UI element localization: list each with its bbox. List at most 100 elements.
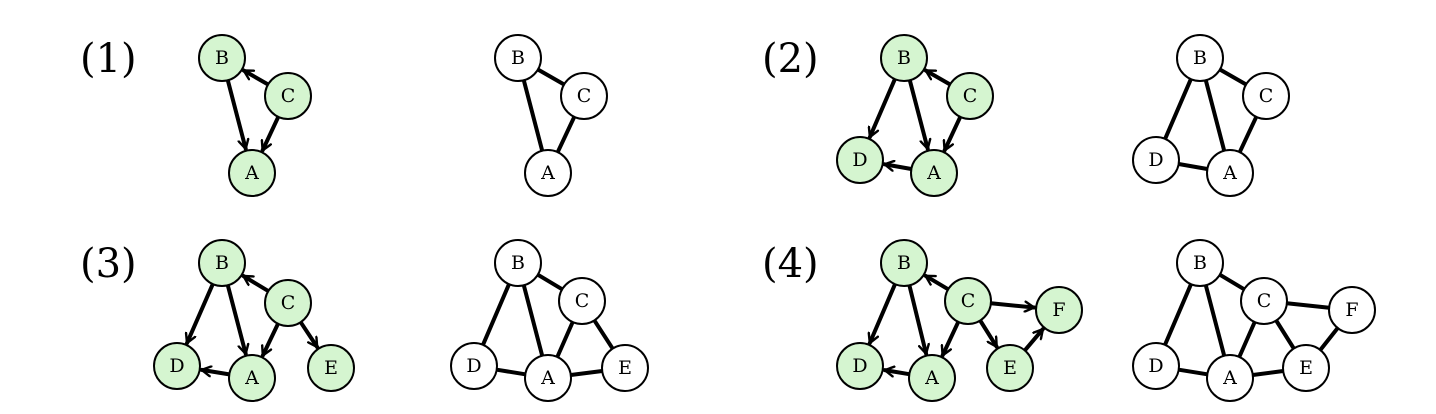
edge-C-A [1237,320,1257,359]
node-F [1035,286,1083,334]
edge-B-D [481,282,511,347]
node-A [1206,149,1254,197]
node-B [1176,239,1224,287]
arrow-C-E [978,318,999,349]
node-label-C: C [281,292,296,314]
edge-D-A [1176,367,1210,377]
node-B [198,239,246,287]
edge-B-C [535,67,567,87]
node-A [228,354,276,402]
panel-label-2: (2) [762,36,819,82]
node-D [836,136,884,184]
panel-1-undirected-graph: B C A [494,34,608,197]
node-B [880,239,928,287]
node-B [494,34,542,82]
node-label-A: A [924,367,939,389]
node-D [1132,136,1180,184]
panel-2-undirected-graph: B C D A [1132,34,1290,197]
node-label-D: D [1148,149,1163,171]
node-label-B: B [511,47,525,69]
node-A [1206,354,1254,402]
node-A [524,149,572,197]
node-B [880,34,928,82]
arrow-C-A [942,114,963,153]
node-D [836,342,884,390]
node-label-B: B [1193,252,1207,274]
arrow-B-A [225,283,246,356]
edge-B-A [1203,283,1227,358]
arrow-C-B [241,68,271,87]
node-E [1282,344,1330,392]
node-E [986,344,1034,392]
edge-A-E [1250,369,1286,377]
edge-B-D [1163,282,1193,347]
node-C [264,72,312,120]
edge-B-C [1217,272,1247,292]
node-C [558,277,606,325]
panel-3-undirected-graph: B C D A E [450,239,649,402]
node-label-B: B [511,252,525,274]
node-label-D: D [852,149,867,171]
edge-C-F [1284,301,1332,310]
node-label-C: C [575,290,590,312]
node-label-D: D [1148,355,1163,377]
edge-D-A [494,367,528,377]
arrow-C-B [241,274,271,294]
node-E [601,344,649,392]
node-label-E: E [324,357,338,379]
node-label-B: B [897,252,911,274]
node-label-C: C [577,85,592,107]
edge-B-D [1163,77,1193,141]
node-label-B: B [1193,47,1207,69]
arrow-B-D [870,282,897,345]
panel-label-1: (1) [80,36,137,82]
node-B [494,239,542,287]
node-C [264,279,312,327]
edge-C-A [1237,114,1259,155]
arrow-B-A [225,78,246,151]
node-D [1132,342,1180,390]
node-A [908,354,956,402]
panel-label-4: (4) [762,241,819,287]
node-label-C: C [1259,85,1274,107]
edge-C-A [555,114,577,155]
edge-C-A [555,320,575,359]
arrow-C-A [260,321,280,358]
node-A [910,149,958,197]
node-B [198,34,246,82]
node-label-C: C [281,85,296,107]
arrow-B-A [907,78,928,151]
node-label-D: D [466,355,481,377]
edge-C-E [592,318,615,351]
arrow-A-D [882,164,914,169]
node-label-B: B [215,252,229,274]
node-A [228,149,276,197]
arrow-A-D [882,370,912,374]
arrow-C-B [923,273,951,292]
node-C [1240,277,1288,325]
node-label-A: A [1222,162,1237,184]
node-label-A: A [540,367,555,389]
node-A [524,354,572,402]
node-label-E: E [1003,357,1017,379]
node-label-C: C [1257,290,1272,312]
node-label-C: C [961,290,976,312]
node-C [1242,72,1290,120]
edge-C-E [1274,318,1296,351]
node-C [944,277,992,325]
node-label-A: A [244,367,259,389]
node-label-E: E [618,357,632,379]
arrow-C-A [940,319,961,358]
arrow-B-A [907,283,926,356]
node-label-B: B [897,47,911,69]
node-label-A: A [540,162,555,184]
edge-F-E [1318,326,1340,352]
node-F [1328,286,1376,334]
node-C [946,72,994,120]
edge-A-E [568,369,605,377]
edge-B-A [521,283,545,358]
